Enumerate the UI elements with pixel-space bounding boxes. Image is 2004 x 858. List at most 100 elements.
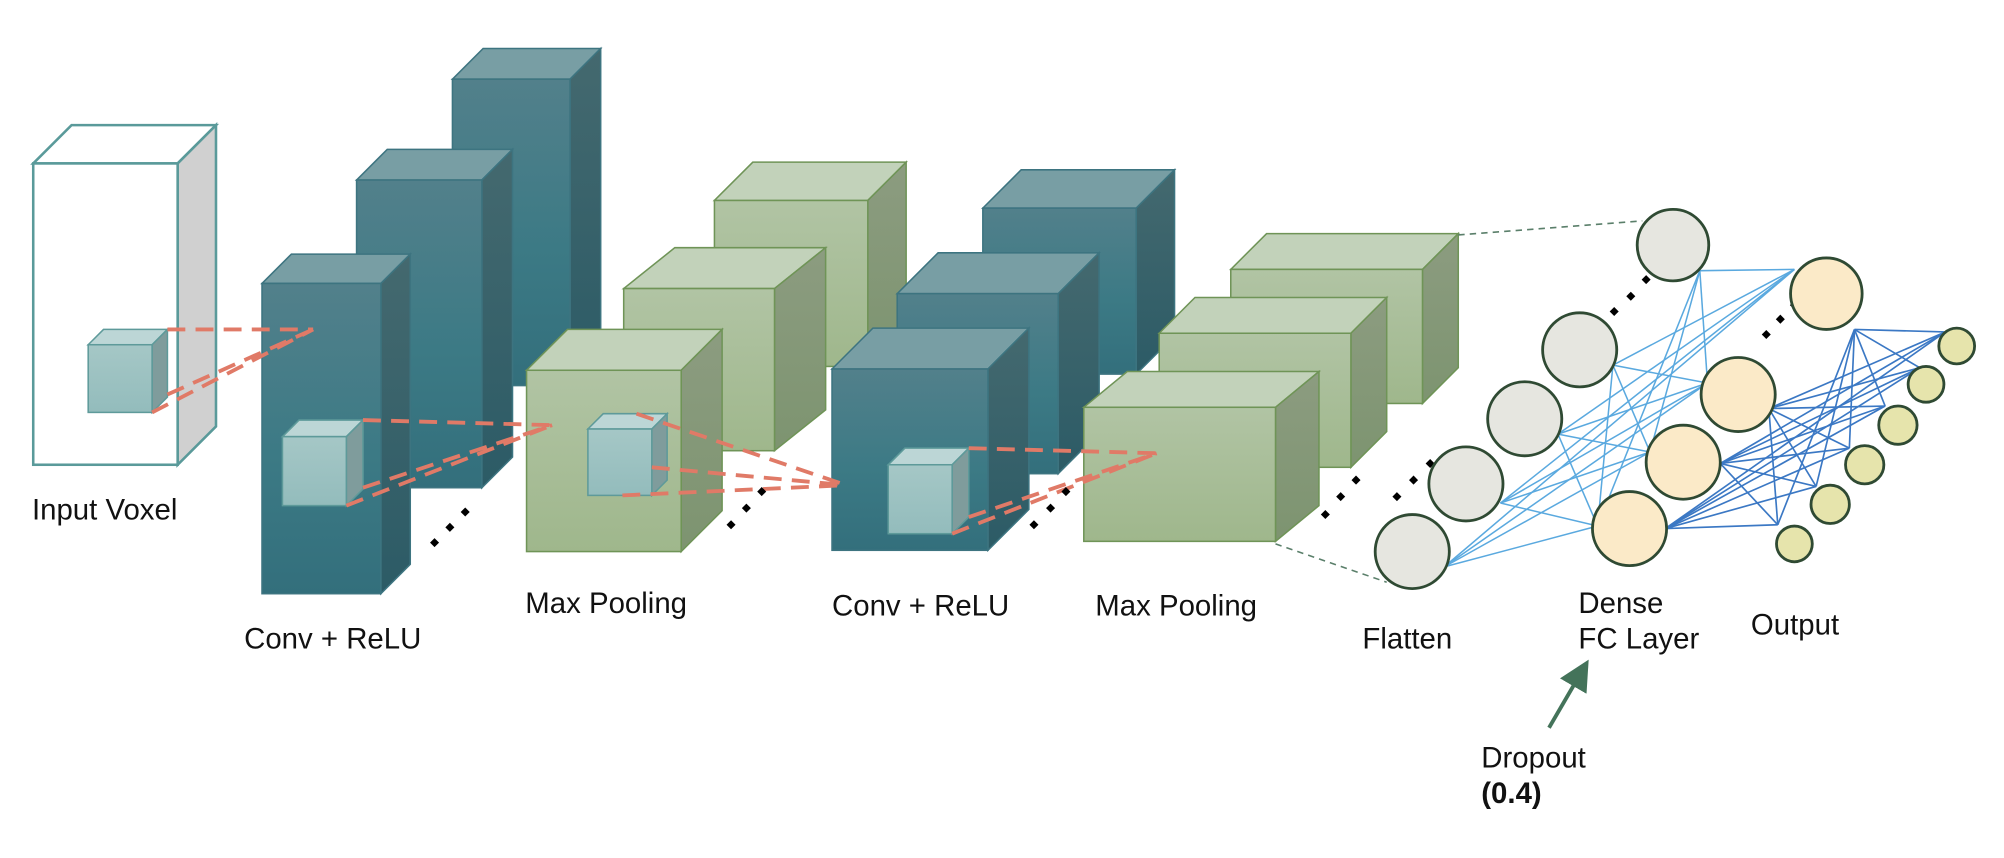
conn-dense-2-output-4 <box>1719 405 1886 465</box>
output-node-2 <box>1809 483 1851 525</box>
pool2-feature-map-2-top <box>1157 296 1389 335</box>
ellipsis-conv2-dot <box>1046 503 1056 513</box>
flatten-projection-bottom <box>1275 543 1387 583</box>
conn-dense-1-output-3 <box>1664 447 1850 530</box>
conn-flatten-2-dense-4 <box>1499 268 1795 504</box>
label-fc-layer: FC Layer <box>1578 623 1699 656</box>
input-voxel-block <box>30 122 220 468</box>
ellipsis-conv2-dot <box>1061 487 1071 497</box>
conn-dense-4-output-2 <box>1815 329 1856 487</box>
ellipsis-conv1-dot <box>445 522 455 532</box>
conn-dense-4-output-4 <box>1853 329 1886 407</box>
conn-flatten-3-dense-4 <box>1557 268 1795 435</box>
conn-flatten-2-dense-1 <box>1500 502 1598 527</box>
dense-node-1 <box>1591 490 1668 568</box>
conn-flatten-1-dense-4 <box>1443 268 1795 568</box>
conn-flatten-4-dense-2 <box>1612 364 1651 453</box>
pool2-feature-map-1-front <box>1083 406 1277 543</box>
output-node-6 <box>1937 326 1977 366</box>
conn-dense-1-output-1 <box>1665 523 1778 530</box>
label-flatten: Flatten <box>1362 623 1452 656</box>
conn-dense-3-output-5 <box>1768 366 1920 410</box>
dense-node-3 <box>1699 356 1777 433</box>
kernel-input-front <box>87 343 153 414</box>
ellipsis-pool1-dot <box>726 520 736 530</box>
ellipsis-flatten-dot <box>1641 275 1651 285</box>
ellipsis-pool2-b-dot <box>1409 475 1419 485</box>
ellipsis-pool2-dot <box>1320 510 1330 520</box>
conn-flatten-3-dense-3 <box>1557 382 1708 435</box>
dense-node-4 <box>1789 256 1864 331</box>
dropout-arrow <box>1547 659 1589 729</box>
input-voxel-block-front <box>31 162 179 467</box>
ellipsis-flatten-dot <box>1626 291 1636 301</box>
ellipsis-flatten-dot <box>1609 307 1619 317</box>
conn-dense-2-output-1 <box>1719 462 1779 526</box>
conn-dense-3-output-3 <box>1768 407 1850 449</box>
conn-dense-4-output-6 <box>1854 328 1946 333</box>
ellipsis-pool1 <box>726 487 767 530</box>
ellipsis-dense-dot <box>1775 314 1785 324</box>
conn-dense-1-output-4 <box>1664 405 1886 530</box>
ellipsis-conv1-dot <box>430 538 440 548</box>
output-node-3 <box>1844 444 1886 486</box>
output-node-1 <box>1775 524 1814 564</box>
label-dropout: Dropout <box>1481 741 1586 774</box>
conn-flatten-3-dense-2 <box>1557 433 1651 453</box>
conn-flatten-3-dense-1 <box>1557 433 1599 527</box>
kernel-link-pool1-to-conv2 <box>622 411 847 498</box>
ellipsis-pool1-dot <box>741 503 751 513</box>
conn-dense-2-output-3 <box>1720 447 1850 465</box>
conn-dense-4-output-1 <box>1777 329 1856 526</box>
flatten-node-2 <box>1427 445 1505 523</box>
kernel-link-conv1-to-pool1 <box>345 418 553 508</box>
conn-dense-4-output-5 <box>1854 328 1921 369</box>
conn-flatten-4-dense-3 <box>1612 364 1708 384</box>
conn-dense-3-output-6 <box>1768 331 1946 410</box>
pool1-feature-map-1 <box>524 327 724 554</box>
ellipsis-pool2-b-dot <box>1392 492 1402 502</box>
conv1-feature-map-2-side <box>481 147 514 490</box>
kernel-pool1-side <box>651 411 668 498</box>
ellipsis-conv1-dot <box>460 507 470 517</box>
kernel-conv1-front <box>281 435 348 507</box>
output-node-5 <box>1906 365 1946 404</box>
label-max-pooling-2: Max Pooling <box>1095 589 1257 622</box>
kernel-input <box>86 327 170 415</box>
ellipsis-pool2-dot <box>1336 492 1346 502</box>
flatten-node-3 <box>1486 380 1564 458</box>
kernel-link-conv2-to-pool2 <box>951 446 1158 536</box>
ellipsis-conv1 <box>430 507 470 548</box>
conn-dense-4-output-3 <box>1848 329 1856 449</box>
conn-dense-3-output-2 <box>1768 408 1817 487</box>
conn-dense-2-output-2 <box>1720 462 1817 488</box>
label-conv-relu-1: Conv + ReLU <box>244 623 421 656</box>
pool2-feature-map-3-top <box>1228 232 1461 271</box>
label-max-pooling-1: Max Pooling <box>525 587 687 620</box>
conn-dense-1-output-2 <box>1665 485 1817 530</box>
conn-dense-3-output-1 <box>1768 408 1779 525</box>
kernel-input-side <box>151 327 169 415</box>
ellipsis-pool1-dot <box>757 487 767 497</box>
label-dropout-rate: (0.4) <box>1481 777 1541 810</box>
flatten-node-5 <box>1635 207 1711 283</box>
kernel-pool1 <box>586 411 669 498</box>
kernel-conv1 <box>280 418 365 508</box>
label-output: Output <box>1751 609 1839 642</box>
flatten-node-1 <box>1373 513 1451 591</box>
conn-flatten-2-dense-2 <box>1500 451 1651 504</box>
ellipsis-pool2 <box>1320 475 1361 520</box>
dense-node-2 <box>1644 423 1722 501</box>
kernel-conv2 <box>886 446 971 536</box>
pool2-feature-map-1 <box>1081 369 1322 543</box>
conn-dense-1-output-6 <box>1664 331 1946 530</box>
conn-flatten-5-dense-3 <box>1699 270 1709 384</box>
input-voxel-block-side <box>176 122 218 468</box>
conn-dense-2-output-6 <box>1719 331 1946 465</box>
conn-dense-3-output-4 <box>1768 405 1886 410</box>
ellipsis-pool2-dot <box>1351 475 1361 485</box>
kernel-conv2-front <box>887 463 953 535</box>
label-input-voxel: Input Voxel <box>32 494 177 527</box>
label-conv-relu-2: Conv + ReLU <box>832 589 1009 622</box>
